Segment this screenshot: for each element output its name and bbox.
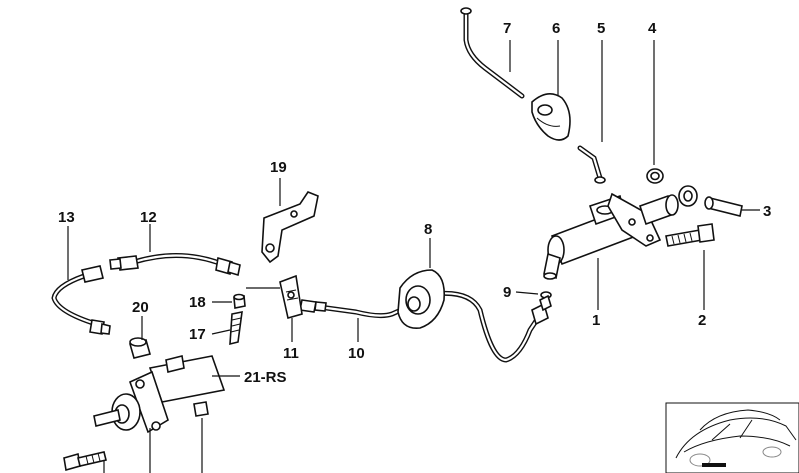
callout-8: 8 <box>424 221 432 238</box>
callout-10: 10 <box>348 345 365 362</box>
callout-labels: 7 6 5 4 3 2 1 8 9 10 11 19 12 13 20 18 1… <box>58 20 771 386</box>
callout-7: 7 <box>503 20 511 37</box>
part-19-bracket <box>261 191 319 264</box>
callout-1: 1 <box>592 312 600 329</box>
part-3-pin <box>704 196 743 217</box>
callout-3: 3 <box>763 203 771 220</box>
part-1-master-cylinder <box>543 185 698 280</box>
part-20-cap <box>129 337 151 359</box>
part-18-cap <box>233 293 246 309</box>
bottom-bolt <box>63 451 107 472</box>
callout-19: 19 <box>270 159 287 176</box>
part-6-seal-cap <box>531 93 571 141</box>
part-17-bleed-screw <box>229 310 243 346</box>
part-12-flex-hose <box>109 253 241 277</box>
callout-13: 13 <box>58 209 75 226</box>
callout-2: 2 <box>698 312 706 329</box>
callout-12: 12 <box>140 209 157 226</box>
callout-5: 5 <box>597 20 605 37</box>
callout-17: 17 <box>189 326 206 343</box>
part-5-elbow-fitting <box>577 145 606 184</box>
callout-18: 18 <box>189 294 206 311</box>
callout-6: 6 <box>552 20 560 37</box>
leader-lines <box>67 40 760 473</box>
location-marker <box>702 463 726 467</box>
callout-4: 4 <box>648 20 657 37</box>
callout-11: 11 <box>283 345 299 362</box>
part-13-line <box>51 265 111 335</box>
callout-21-rs: 21-RS <box>244 369 287 386</box>
part-11-bracket-clip <box>279 274 303 320</box>
part-7-hose <box>460 7 525 99</box>
part-8-grommet <box>397 269 446 329</box>
car-thumbnail <box>665 402 799 473</box>
part-4-ring <box>646 168 664 184</box>
callout-20: 20 <box>132 299 149 316</box>
part-10-pressure-line <box>299 290 552 363</box>
part-21-slave-cylinder <box>93 355 226 434</box>
callout-9: 9 <box>503 284 511 301</box>
part-2-bolt <box>665 223 715 247</box>
